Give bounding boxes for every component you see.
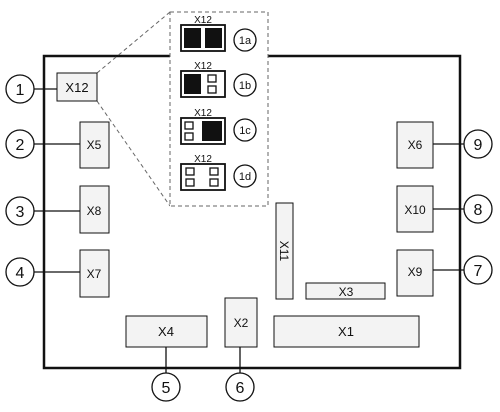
connector-x5-label: X5 <box>87 138 102 152</box>
callout-8-label: 8 <box>474 202 483 219</box>
connector-x9-label: X9 <box>408 265 423 279</box>
callout-3-label: 3 <box>16 204 25 221</box>
connector-x4-label: X4 <box>158 324 174 339</box>
callout-9-label: 9 <box>474 137 483 154</box>
jumper-1b-pin-open-bottom <box>208 86 216 93</box>
connector-x7-label: X7 <box>87 267 102 281</box>
callout-6-label: 6 <box>236 380 245 397</box>
callout-5-label: 5 <box>162 380 171 397</box>
callout-4-label: 4 <box>16 265 25 282</box>
callout-7-label: 7 <box>474 263 483 280</box>
jumper-1d-pin-open-tl <box>186 168 194 175</box>
jumper-1c-pin-open-bottom <box>185 133 193 140</box>
jumper-1c-pin-open-top <box>185 122 193 129</box>
jumper-1a-pin-left <box>184 28 201 48</box>
connector-x6-label: X6 <box>408 138 423 152</box>
jumper-1c-pin-right <box>202 121 222 141</box>
jumper-1b-pin-left <box>184 74 201 94</box>
connector-x12-label: X12 <box>65 80 88 95</box>
callout-2-label: 2 <box>16 137 25 154</box>
connector-x2-label: X2 <box>234 316 249 330</box>
callout-1-label: 1 <box>16 82 25 99</box>
jumper-1a-label: 1a <box>239 35 252 47</box>
connector-x3-label: X3 <box>339 285 354 299</box>
connector-x1-label: X1 <box>338 324 354 339</box>
jumper-1d-pin-open-tr <box>210 168 218 175</box>
jumper-1b-pin-open-top <box>208 75 216 82</box>
connector-x11-label: X11 <box>277 241 291 262</box>
jumper-1a-pin-right <box>205 28 222 48</box>
connector-x10-label: X10 <box>404 203 426 217</box>
jumper-1d-pin-open-br <box>210 179 218 186</box>
jumper-1b-label: 1b <box>239 80 251 92</box>
jumper-1d-pin-open-bl <box>186 179 194 186</box>
jumper-1d-label: 1d <box>239 171 251 183</box>
jumper-1c-label: 1c <box>239 125 251 137</box>
connector-x8-label: X8 <box>87 204 102 218</box>
